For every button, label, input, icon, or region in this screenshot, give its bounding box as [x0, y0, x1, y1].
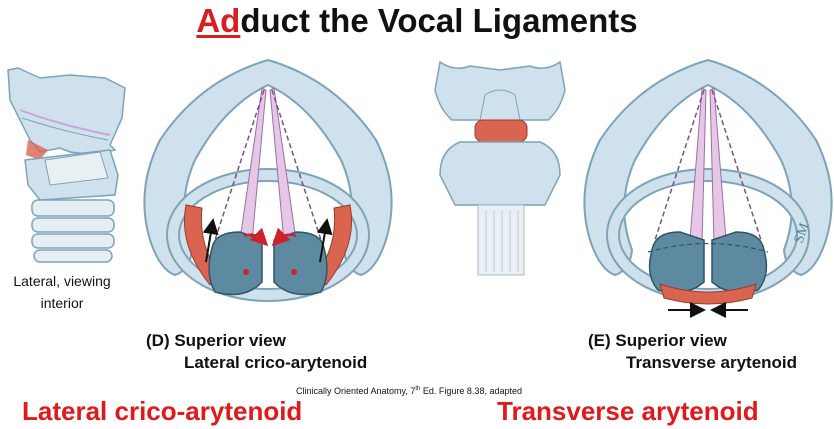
lateral-view-label-line2: interior	[40, 295, 84, 311]
panel-e-caption-line1: (E) Superior view	[588, 331, 727, 350]
figure-credit: Clinically Oriented Anatomy, 7th Ed. Fig…	[296, 386, 522, 396]
page-title: Adduct the Vocal Ligaments	[0, 2, 834, 40]
credit-superscript: th	[415, 386, 421, 392]
illustrator-mark: SM	[792, 221, 813, 246]
lateral-view-label-line1: Lateral, viewing	[13, 273, 111, 289]
panel-d-caption-line1: (D) Superior view	[146, 331, 286, 350]
larynx-posterior-figure	[434, 60, 566, 276]
panel-d-caption: (D) Superior view Lateral crico-arytenoi…	[146, 330, 367, 374]
title-rest: duct the Vocal Ligaments	[240, 2, 638, 39]
credit-suffix: Ed. Figure 8.38, adapted	[420, 386, 522, 396]
label-lateral-crico-arytenoid: Lateral crico-arytenoid	[22, 396, 303, 426]
lateral-view-label: Lateral, viewing interior	[2, 270, 122, 314]
panel-d-figure	[143, 58, 393, 302]
label-transverse-arytenoid: Transverse arytenoid	[497, 396, 759, 426]
panel-e-caption-line2: Transverse arytenoid	[626, 353, 798, 372]
panel-d-caption-line2: Lateral crico-arytenoid	[184, 353, 368, 372]
title-highlight: Ad	[196, 2, 241, 39]
panel-e-figure: SM	[583, 58, 833, 318]
larynx-lateral-figure	[7, 67, 126, 263]
panel-e-caption: (E) Superior view Transverse arytenoid	[588, 330, 797, 374]
credit-prefix: Clinically Oriented Anatomy, 7	[296, 386, 416, 396]
